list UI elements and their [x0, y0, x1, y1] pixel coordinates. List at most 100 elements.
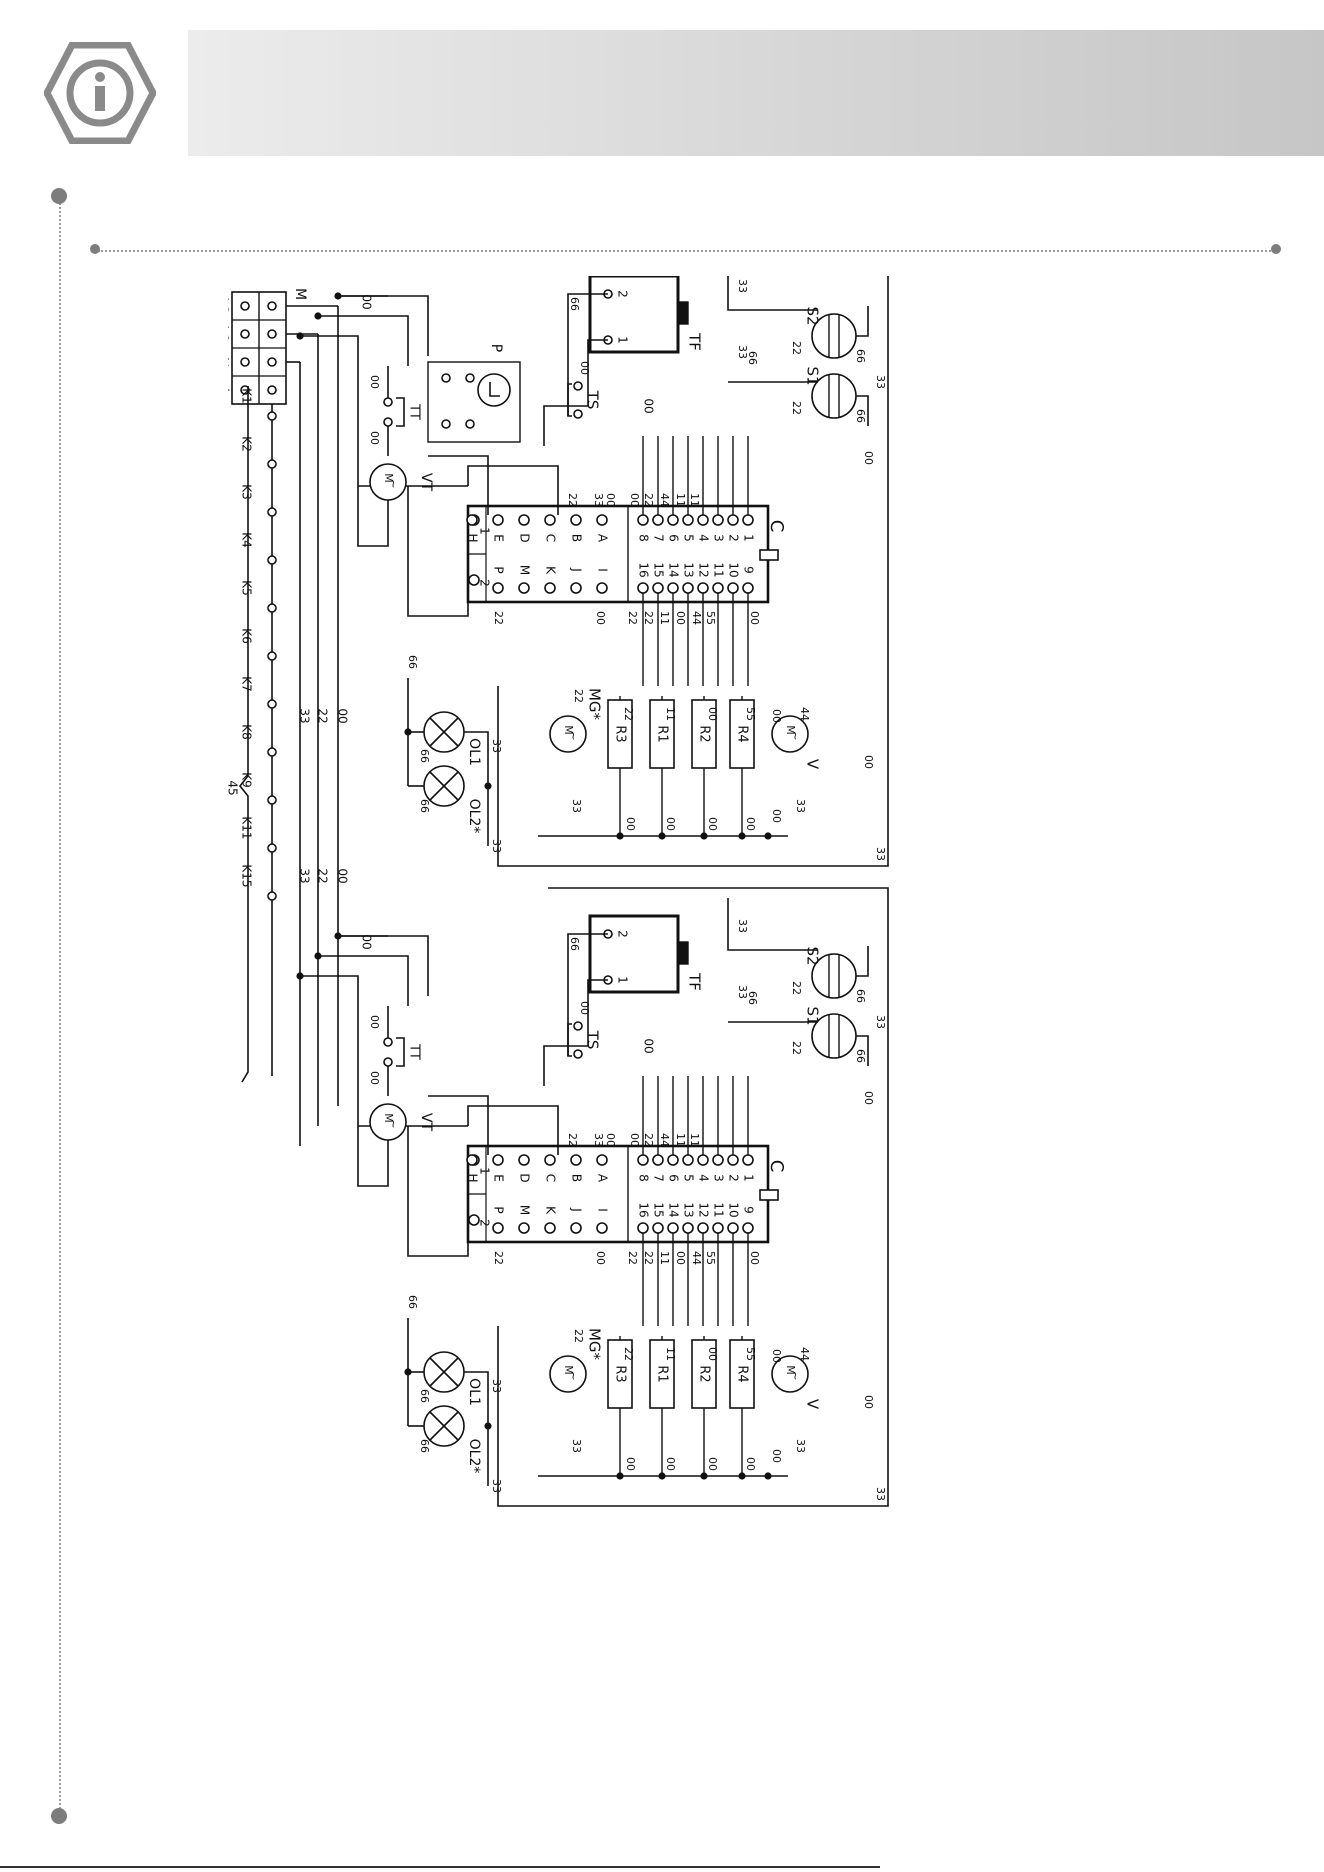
board-pin-label: 5 [682, 534, 696, 542]
tf-label: TF [686, 332, 704, 351]
wire-label: 33 [490, 1479, 503, 1493]
junction-dot [658, 832, 666, 840]
feed-33 [300, 975, 468, 1127]
k-label-K11: K11 [240, 816, 254, 839]
v-motor: M~ [771, 1355, 809, 1393]
board-pin [596, 582, 608, 594]
board-pin-label: 15 [652, 1202, 666, 1217]
wire-label: 33 [874, 847, 887, 861]
wire-label: 22 [642, 611, 655, 625]
tt-label: TT [407, 1043, 422, 1060]
terminal-screw [267, 301, 277, 311]
k-point [267, 651, 277, 661]
board-pin-label: 3 [712, 534, 726, 542]
k-label-K6: K6 [240, 628, 254, 644]
header-banner [188, 30, 1324, 156]
wire-label: 11 [664, 707, 677, 721]
board-pin [682, 1154, 694, 1166]
k-label-K15: K15 [240, 864, 254, 887]
board-pin-label: 10 [727, 562, 741, 577]
feed-00 [338, 935, 429, 996]
board-pin [518, 514, 530, 526]
tt-wire: 00 [368, 1071, 381, 1085]
board-pin-label: 16 [637, 562, 651, 577]
k-point [267, 507, 277, 517]
board-pin-label-C: C [544, 1174, 558, 1182]
wire-label: 00 [748, 1251, 761, 1265]
wire-label: 55 [744, 1347, 757, 1361]
wire-label: 33 [874, 1015, 887, 1029]
tt-wire: 00 [368, 375, 381, 389]
board-pin [596, 514, 608, 526]
mg-motor-ring [549, 715, 587, 753]
ts-contact [573, 1049, 583, 1059]
board-pin [652, 514, 664, 526]
ts-label: TS [584, 1030, 602, 1050]
wire-label: 00 [770, 809, 783, 823]
board-pin [637, 1222, 649, 1234]
wire-label: 55 [744, 707, 757, 721]
wire-label: 22 [626, 611, 639, 625]
wire-label: 11 [664, 1347, 677, 1361]
wire-label: 00 [770, 1349, 783, 1363]
s2-label: S2 [804, 946, 822, 965]
mg-motor-ring [549, 1355, 587, 1393]
vt-motor-tilde: ~ [387, 479, 400, 488]
terminal-block: L2L1N⏚M [228, 288, 308, 405]
k-label-K9: K9 [240, 772, 254, 788]
p-frame [427, 361, 521, 443]
p-needle [489, 382, 500, 397]
junction-dot [700, 1472, 708, 1480]
board-pin [492, 582, 504, 594]
wire-label: 33 [736, 345, 749, 359]
k-point [267, 891, 277, 901]
board-pin-label: 13 [682, 1202, 696, 1217]
tt-contact [383, 417, 393, 427]
wire-label: 00 [706, 1347, 719, 1361]
outer-frame-wire [497, 276, 889, 867]
r4-label: R4 [735, 725, 750, 742]
ol1-lamp [423, 711, 465, 753]
board-pin [652, 582, 664, 594]
board-pin [652, 1222, 664, 1234]
tf-wire [567, 293, 608, 416]
wire-label: 22 [492, 611, 505, 625]
board-pin [727, 582, 739, 594]
wire-label: 22 [626, 1251, 639, 1265]
ts-blade [567, 383, 572, 417]
wire-label: 00 [862, 1091, 875, 1105]
p-contact [441, 419, 451, 429]
junction-dot [738, 832, 746, 840]
terminal-screw [267, 357, 277, 367]
tf-pin-label: 1 [616, 976, 630, 984]
wire-label: 33 [490, 739, 503, 753]
junction-dot [484, 1422, 492, 1430]
junction-dot [616, 832, 624, 840]
s1-wire [856, 395, 869, 426]
tf-knob-fill [678, 302, 688, 324]
wire-label: 66 [406, 655, 419, 669]
board-pin-label: 4 [697, 1174, 711, 1182]
board-pin [492, 1154, 504, 1166]
p-contact [441, 373, 451, 383]
board-pin [667, 582, 679, 594]
wire-label: 66 [854, 349, 867, 363]
board-pin [682, 514, 694, 526]
board-pin-label-A: A [596, 534, 610, 543]
mg-motor-tilde: ~ [567, 731, 580, 740]
junction-dot [738, 1472, 746, 1480]
terminal-screw [267, 329, 277, 339]
wire-label: 33 [736, 985, 749, 999]
board-pin [466, 1154, 478, 1166]
wire-label: 33 [794, 799, 807, 813]
ol2-lamp-stroke [429, 771, 459, 801]
terminal-label-2: N [228, 356, 232, 367]
ol1-label: OL1 [466, 1378, 482, 1406]
label-22: 22 [316, 708, 330, 723]
s2-wire [856, 306, 869, 337]
k-label-K8: K8 [240, 724, 254, 740]
tt-contact [383, 1057, 393, 1067]
